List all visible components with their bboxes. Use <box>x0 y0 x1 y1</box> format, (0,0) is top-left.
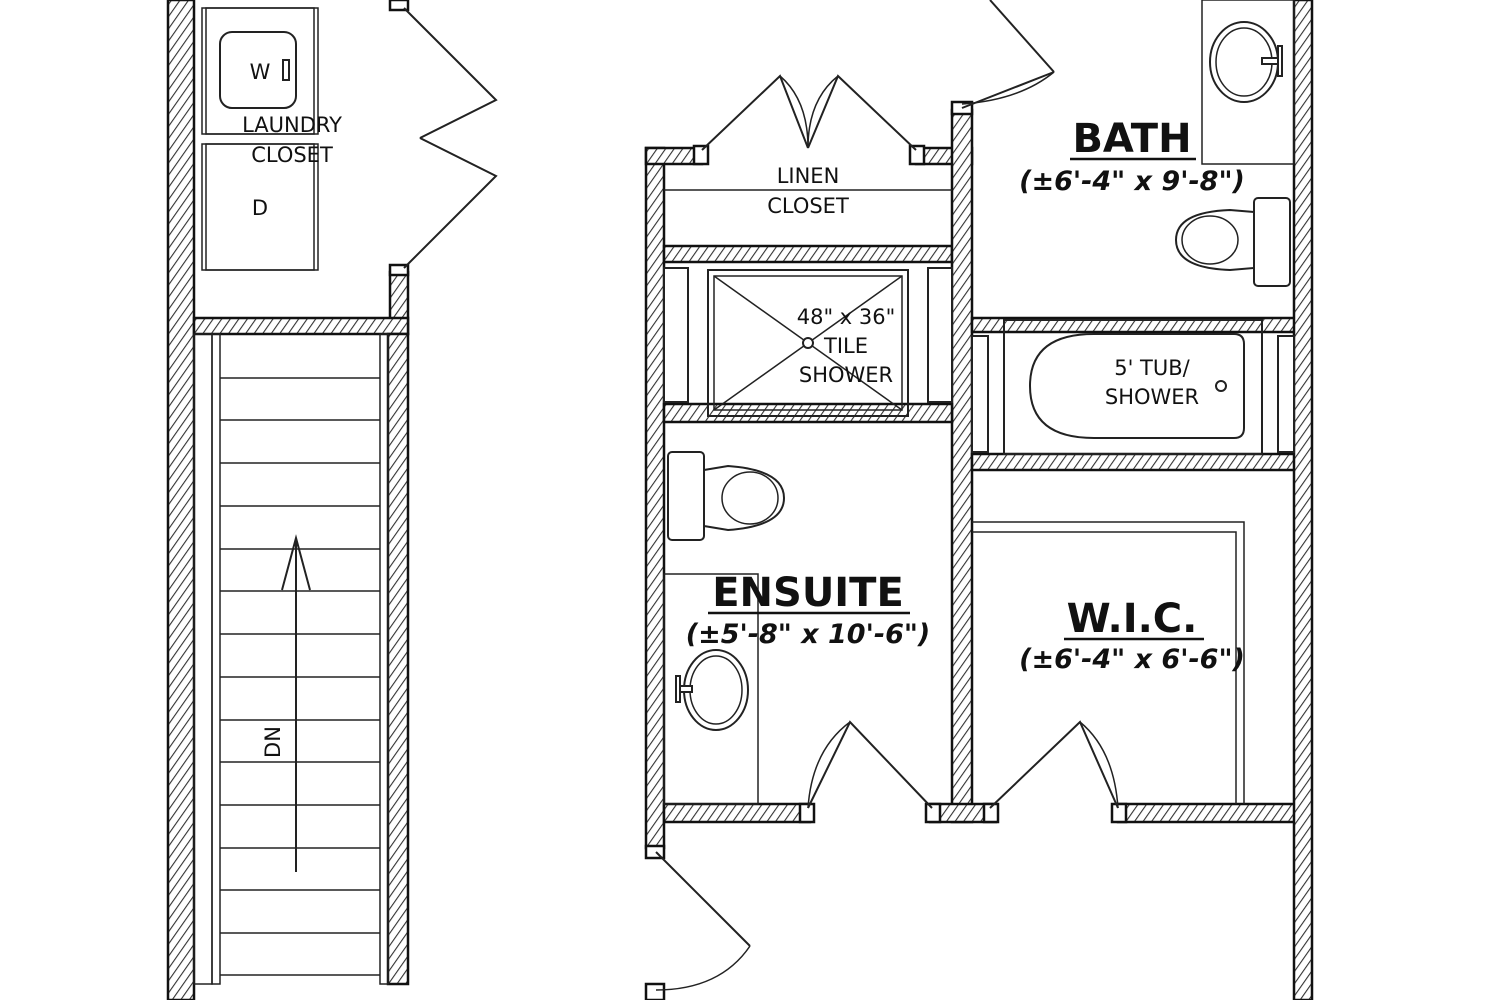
wall-laundry-bottom <box>192 316 410 336</box>
bath-toilet-tank <box>1253 197 1291 287</box>
laundry-closet: W D LAUNDRY CLOSET <box>201 0 498 277</box>
ensuite: ENSUITE (±5'-8" x 10'-6") <box>644 451 942 1000</box>
ensuite-sink <box>683 649 749 731</box>
wall-central <box>950 108 974 824</box>
ensuite-dims: (±5'-8" x 10'-6") <box>686 619 931 650</box>
bath-name: BATH <box>1072 116 1191 162</box>
wall-right-exterior <box>1292 0 1314 1000</box>
tile-shower: 48" x 36" TILE SHOWER <box>707 269 909 417</box>
laundry-label-line2: CLOSET <box>251 143 333 167</box>
pilasters <box>663 267 1295 453</box>
wall-wic-bottom <box>1116 802 1300 824</box>
dryer-label: D <box>252 196 268 220</box>
washer-label: W <box>250 60 271 84</box>
laundry-label-line1: LAUNDRY <box>242 113 342 137</box>
bathtub <box>1028 333 1245 439</box>
tub-shower: 5' TUB/ SHOWER <box>1003 319 1263 455</box>
walk-in-closet: W.I.C. (±6'-4" x 6'-6") <box>972 521 1245 824</box>
wall-shower-bottom <box>662 402 954 424</box>
linen-closet: LINEN CLOSET <box>664 74 952 218</box>
wall-ensuite-left <box>644 146 666 850</box>
tub-label-line2: SHOWER <box>1105 385 1199 409</box>
walls <box>166 0 1314 1000</box>
wall-left-exterior <box>166 0 196 1000</box>
bath: BATH (±6'-4" x 9'-8") <box>950 0 1295 287</box>
wall-linen-bottom <box>662 244 954 264</box>
wic-name: W.I.C. <box>1067 596 1198 642</box>
stair-rail <box>386 332 410 986</box>
bath-vanity <box>1201 0 1295 165</box>
wall-ensuite-bottom <box>662 802 812 824</box>
shower-label-line3: SHOWER <box>799 363 893 387</box>
tub-label-line1: 5' TUB/ <box>1114 356 1190 380</box>
linen-label-line2: CLOSET <box>767 194 849 218</box>
stair-direction-label: DN <box>261 726 285 758</box>
bath-dims: (±6'-4" x 9'-8") <box>1019 166 1245 197</box>
wic-dims: (±6'-4" x 6'-6") <box>1019 644 1245 675</box>
linen-label-line1: LINEN <box>777 164 840 188</box>
shower-label-line2: TILE <box>823 334 868 358</box>
washer <box>219 31 297 109</box>
wall-tub-wic-divider <box>970 452 1300 472</box>
ensuite-name: ENSUITE <box>712 570 904 616</box>
stair: DN <box>193 333 389 985</box>
ensuite-toilet-tank <box>667 451 705 541</box>
shower-label-line1: 48" x 36" <box>797 305 896 329</box>
ensuite-vanity <box>663 573 759 805</box>
